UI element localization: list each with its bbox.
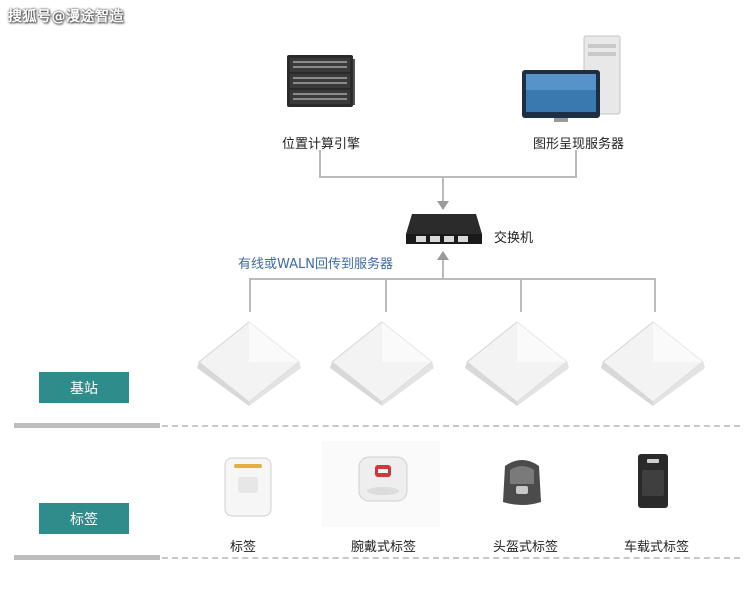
rack-server-icon	[287, 55, 355, 107]
network-switch-icon	[406, 214, 482, 244]
helmet-tag-icon	[503, 460, 541, 505]
base-station-bus	[249, 278, 656, 312]
switch-label: 交换机	[494, 231, 534, 246]
tag-label-vehicle: 车载式标签	[624, 540, 690, 555]
watermark: 搜狐号@漫途智造	[8, 9, 124, 25]
uplink-label: 有线或WALN回传到服务器	[238, 257, 394, 272]
base-station-band: 基站	[39, 372, 129, 403]
wristband-tag-icon	[322, 441, 440, 527]
arrow-into-switch-bottom	[437, 251, 449, 260]
tag-band: 标签	[39, 503, 129, 534]
base-station-icon-3	[465, 321, 569, 406]
tag-label-helmet: 头盔式标签	[493, 540, 559, 555]
desktop-computer-icon	[522, 35, 621, 122]
tag-divider-dashed	[162, 557, 740, 559]
engine-label: 位置计算引擎	[282, 137, 361, 152]
base-station-icon-2	[330, 321, 434, 406]
tag-label-wristband: 腕戴式标签	[351, 540, 417, 555]
render-server-label: 图形呈现服务器	[533, 137, 625, 152]
card-tag-icon	[224, 457, 272, 517]
base-station-band-label: 基站	[70, 380, 98, 397]
base-station-icon-4	[601, 321, 705, 406]
base-station-divider-dashed	[162, 425, 740, 427]
tag-label-card: 标签	[230, 540, 257, 555]
tag-band-label: 标签	[70, 511, 98, 528]
vehicle-tag-icon	[638, 454, 668, 508]
arrow-into-switch-top	[437, 201, 449, 210]
tag-divider-solid	[14, 555, 160, 560]
base-station-icon-1	[197, 321, 301, 406]
server-connector	[319, 150, 577, 178]
base-station-divider-solid	[14, 423, 160, 428]
